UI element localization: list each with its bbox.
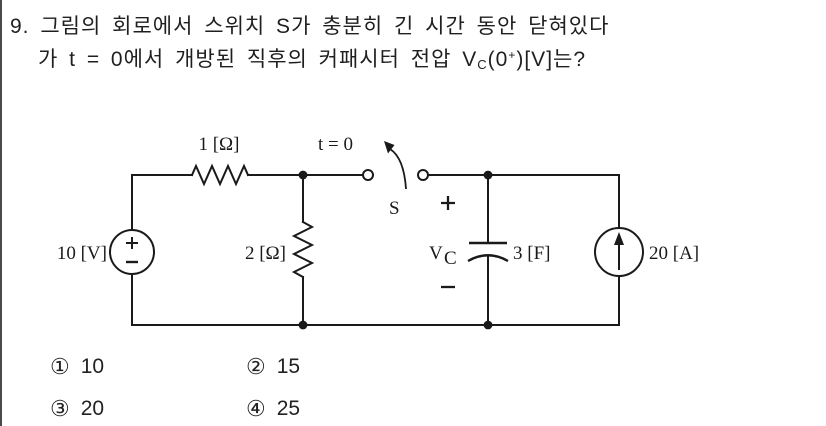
switch-arrow-head (384, 141, 395, 154)
cap-voltage-symbol: V (429, 243, 443, 264)
choice-option-3[interactable]: ③ 20 (50, 396, 104, 422)
question-text: 9. 그림의 회로에서 스위치 S가 충분히 긴 시간 동안 닫혀있다 가 t … (10, 10, 810, 79)
capacitor-polarity-marks (441, 196, 455, 289)
question-line-1-text: 그림의 회로에서 스위치 S가 충분히 긴 시간 동안 닫혀있다 (40, 15, 610, 38)
shunt-resistor-symbol (291, 220, 315, 279)
voltage-source-symbol (109, 229, 155, 275)
switch-symbol[interactable] (362, 141, 429, 190)
cap-plus-icon (441, 196, 455, 210)
question-line-1: 9. 그림의 회로에서 스위치 S가 충분히 긴 시간 동안 닫혀있다 (10, 10, 810, 43)
choice-1-marker: ① (50, 354, 70, 379)
series-resistor-symbol (190, 163, 250, 187)
switch-pole-right (417, 169, 429, 181)
capacitor-label: 3 [F] (513, 243, 550, 264)
capacitor-symbol (467, 241, 509, 263)
current-source-symbol (594, 227, 644, 277)
series-resistor-label: 1 [Ω] (198, 134, 239, 155)
zero-plus-superscript: + (508, 48, 517, 62)
voltage-source-plus-icon (126, 237, 138, 249)
choice-2-value: 15 (276, 355, 301, 378)
switch-pole-left (362, 169, 374, 181)
cap-voltage-subscript: C (444, 248, 457, 269)
choice-4-marker: ④ (246, 396, 266, 421)
choice-4-value: 25 (276, 397, 301, 420)
circuit-wires (131, 163, 620, 326)
current-arrow-head (614, 232, 624, 245)
switch-opening-arc (389, 148, 407, 190)
choice-3-marker: ③ (50, 396, 70, 421)
shunt-resistor-label: 2 [Ω] (245, 243, 286, 264)
choice-2-marker: ② (246, 354, 266, 379)
switch-time-label: t = 0 (318, 134, 353, 155)
choice-3-value: 20 (80, 397, 105, 420)
question-line-2: 가 t = 0에서 개방된 직후의 커패시터 전압 VC(0+)[V]는? (38, 48, 587, 72)
switch-name-label: S (389, 198, 400, 219)
choice-option-4[interactable]: ④ 25 (246, 396, 300, 422)
column-divider (0, 0, 2, 426)
choice-option-1[interactable]: ① 10 (50, 354, 104, 380)
voltage-source-label: 10 [V] (57, 243, 107, 264)
choice-option-2[interactable]: ② 15 (246, 354, 300, 380)
vc-subscript: C (477, 57, 488, 72)
question-number: 9. (10, 15, 30, 38)
current-source-label: 20 [A] (649, 243, 699, 264)
junction-dots (298, 170, 493, 330)
choice-1-value: 10 (80, 355, 105, 378)
